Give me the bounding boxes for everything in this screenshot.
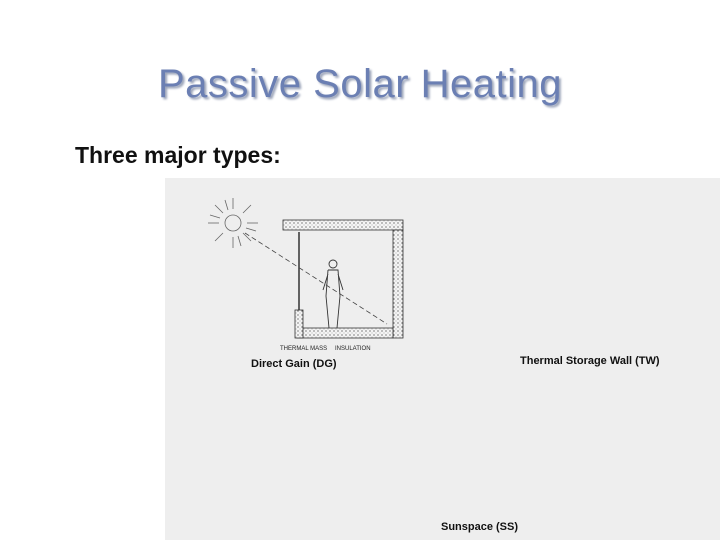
sunspace-caption: Sunspace (SS) bbox=[441, 521, 519, 533]
roof bbox=[282, 219, 404, 231]
direct-gain-diagram bbox=[208, 198, 404, 339]
page-title: Passive Solar Heating bbox=[157, 62, 563, 106]
diagram-drawing bbox=[208, 198, 404, 339]
subtitle: Three major types: bbox=[75, 142, 281, 168]
passive-solar-diagram: THERMAL MASS INSULATION Direct Gain (DG)… bbox=[165, 178, 720, 540]
back-wall bbox=[392, 229, 404, 339]
window-sill bbox=[294, 309, 304, 339]
floor-thermal-mass bbox=[296, 327, 394, 339]
person-icon bbox=[322, 259, 344, 329]
sun-ray bbox=[244, 232, 388, 325]
thermal-mass-label: THERMAL MASS bbox=[280, 346, 328, 352]
sun-icon bbox=[208, 198, 258, 248]
direct-gain-caption: Direct Gain (DG) bbox=[251, 358, 337, 370]
insulation-label: INSULATION bbox=[335, 346, 371, 352]
thermal-storage-wall-caption: Thermal Storage Wall (TW) bbox=[520, 355, 660, 367]
